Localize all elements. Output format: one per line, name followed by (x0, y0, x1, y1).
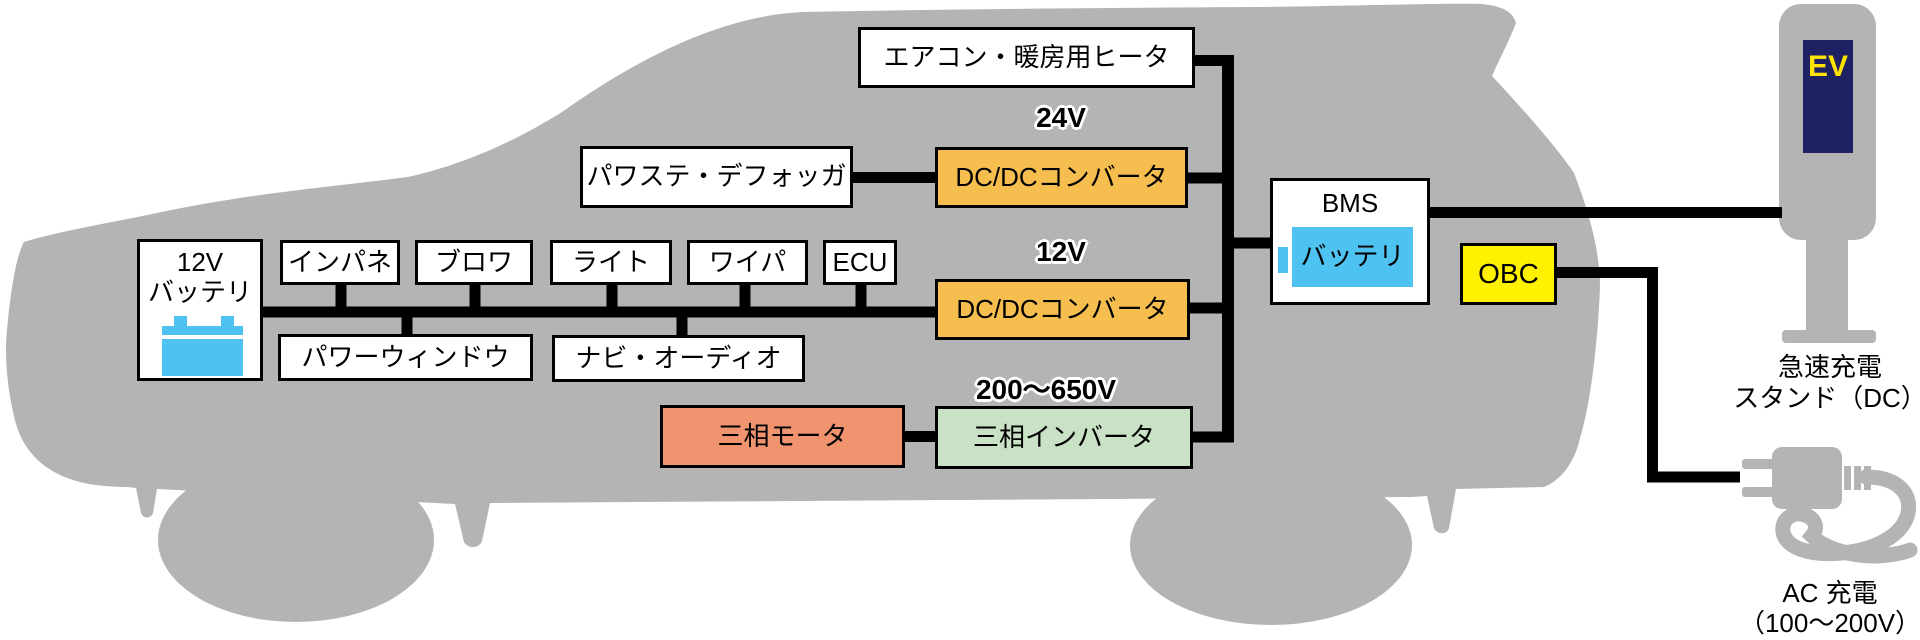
box-instrument-panel: インパネ (280, 240, 400, 285)
box-power-steering-defogger-label: パワステ・デフォッガ (586, 161, 847, 192)
box-blower-label: ブロワ (434, 246, 513, 277)
box-obc-label: OBC (1478, 257, 1539, 289)
box-power-window-label: パワーウィンドウ (301, 341, 510, 372)
battery-icon-cap (162, 326, 243, 335)
battery-pack-tab (1278, 247, 1288, 273)
battery-12v-label-line1: 12V (176, 247, 224, 277)
box-ecu: ECU (823, 240, 897, 285)
charging-stand-pole (1806, 230, 1848, 335)
ac-charge-caption-line2: （100～200V） (1738, 608, 1920, 638)
box-wiper-label: ワイパ (708, 246, 787, 277)
box-dcdc-converter-24v-label: DC/DCコンバータ (955, 161, 1168, 192)
box-aircon-heater-label: エアコン・暖房用ヒータ (883, 41, 1170, 72)
box-power-window: パワーウィンドウ (278, 334, 533, 381)
ev-sign-label: EV (1807, 50, 1849, 83)
battery-icon-body (162, 339, 243, 376)
rear-wheel (1130, 465, 1412, 625)
ac-plug-icon (1742, 447, 1871, 509)
front-wheel (158, 458, 434, 622)
box-wiper: ワイパ (687, 240, 808, 285)
box-power-steering-defogger: パワステ・デフォッガ (580, 146, 853, 208)
ev-sign: EV (1803, 40, 1853, 153)
box-dcdc-converter-12v: DC/DCコンバータ (935, 279, 1190, 340)
box-ecu-label: ECU (832, 246, 888, 277)
box-dcdc-converter-24v: DC/DCコンバータ (935, 147, 1188, 208)
box-navi-audio-label: ナビ・オーディオ (575, 342, 782, 373)
box-navi-audio: ナビ・オーディオ (552, 335, 805, 382)
voltage-label-12v: 12V (1036, 236, 1086, 267)
box-dcdc-converter-12v-label: DC/DCコンバータ (956, 293, 1169, 324)
box-three-phase-motor: 三相モータ (660, 405, 905, 468)
ac-cord (1775, 469, 1918, 564)
box-blower: ブロワ (415, 240, 533, 285)
box-bms: BMS バッテリ (1270, 178, 1430, 305)
ac-charge-caption-line1: AC 充電 (1782, 578, 1878, 608)
battery-icon-terminal-right (221, 316, 234, 326)
battery-12v-label-line2: バッテリ (147, 276, 252, 307)
box-12v-battery: 12V バッテリ (137, 239, 263, 381)
box-three-phase-inverter: 三相インバータ (935, 406, 1193, 469)
box-obc: OBC (1460, 243, 1557, 305)
box-instrument-panel-label: インパネ (287, 246, 392, 277)
voltage-label-24v: 24V (1036, 102, 1086, 133)
charging-stand-base (1782, 330, 1876, 343)
box-main-battery-label: バッテリ (1300, 241, 1405, 272)
wiring (263, 55, 1782, 483)
ac-charge-caption: AC 充電 （100～200V） (1700, 578, 1920, 638)
box-bms-label: BMS (1321, 188, 1379, 218)
box-three-phase-motor-label: 三相モータ (717, 420, 848, 451)
battery-icon-terminal-left (174, 316, 187, 326)
dc-station-caption-line2: スタンド（DC） (1733, 383, 1920, 413)
box-three-phase-inverter-label: 三相インバータ (972, 421, 1155, 452)
box-lights-label: ライト (571, 246, 650, 277)
box-lights: ライト (550, 240, 672, 285)
box-main-battery: バッテリ (1292, 227, 1413, 287)
dc-station-caption-line1: 急速充電 (1777, 352, 1882, 382)
dc-station-caption: 急速充電 スタンド（DC） (1700, 352, 1920, 414)
box-aircon-heater: エアコン・暖房用ヒータ (858, 27, 1195, 88)
voltage-label-200-650v: 200～650V (975, 374, 1117, 405)
